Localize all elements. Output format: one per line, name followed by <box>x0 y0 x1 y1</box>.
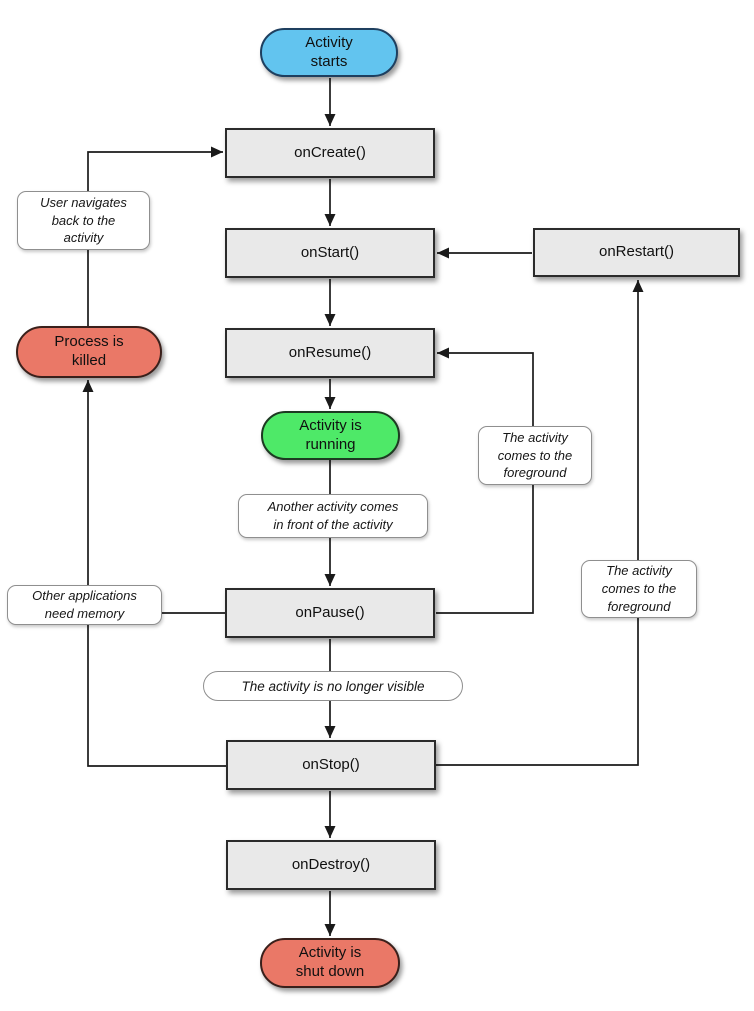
node-process-killed: Process is killed <box>16 326 162 378</box>
node-oncreate: onCreate() <box>225 128 435 178</box>
node-onrestart: onRestart() <box>533 228 740 277</box>
node-onstop: onStop() <box>226 740 436 790</box>
note-activity-foreground-lower: The activity comes to the foreground <box>581 560 697 618</box>
node-activity-running: Activity is running <box>261 411 400 460</box>
node-ondestroy: onDestroy() <box>226 840 436 890</box>
node-activity-shut-down: Activity is shut down <box>260 938 400 988</box>
node-activity-starts: Activity starts <box>260 28 398 77</box>
note-activity-foreground-upper: The activity comes to the foreground <box>478 426 592 485</box>
note-other-applications-need-memory: Other applications need memory <box>7 585 162 625</box>
node-onstart: onStart() <box>225 228 435 278</box>
node-onresume: onResume() <box>225 328 435 378</box>
node-onpause: onPause() <box>225 588 435 638</box>
note-user-navigates-back: User navigates back to the activity <box>17 191 150 250</box>
note-another-activity-in-front: Another activity comes in front of the a… <box>238 494 428 538</box>
note-activity-no-longer-visible: The activity is no longer visible <box>203 671 463 701</box>
